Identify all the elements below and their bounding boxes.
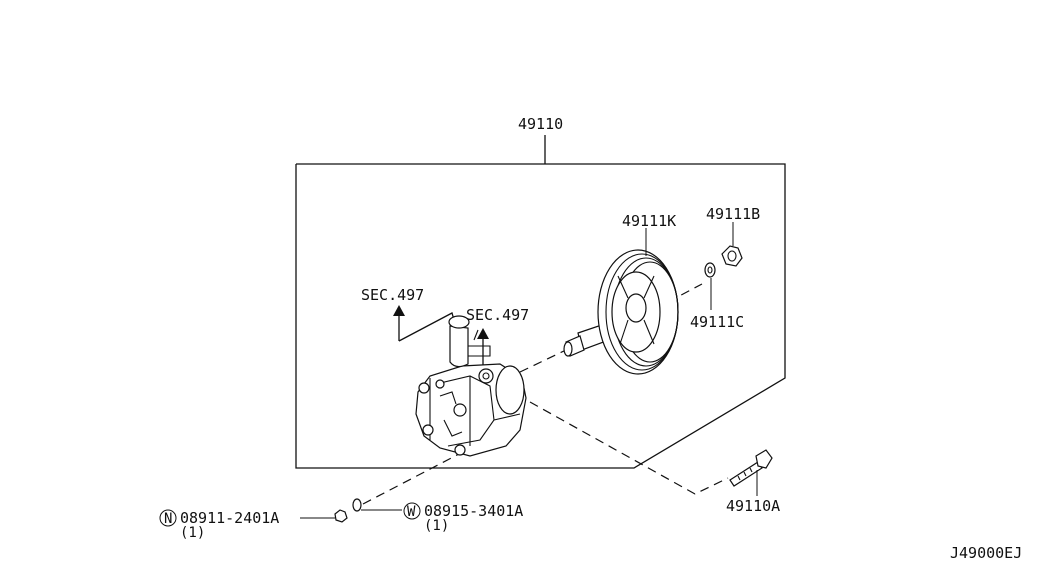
label-part-w-symbol: W: [407, 504, 416, 520]
pulley-icon: [597, 249, 679, 375]
label-sec-right: SEC.497: [466, 306, 529, 324]
label-part-w-number: 08915-3401A: [424, 502, 523, 520]
power-steering-pump-icon: [415, 315, 527, 457]
symbol-w-circle: [403, 502, 421, 520]
label-assembly: 49110: [518, 115, 563, 133]
washer-icon: [352, 498, 362, 512]
label-part-n-symbol: N: [164, 511, 172, 527]
arrow-up-icon: [393, 305, 455, 342]
washer-icon: [704, 262, 716, 278]
label-sec-left: SEC.497: [361, 286, 424, 304]
label-part-n-qty: (1): [180, 525, 205, 541]
label-pulley: 49111K: [622, 212, 676, 230]
nut-icon: [334, 509, 348, 523]
label-bolt: 49110A: [726, 497, 780, 515]
label-part-w-qty: (1): [424, 518, 449, 534]
symbol-n-circle: [159, 509, 177, 527]
label-washer: 49111C: [690, 313, 744, 331]
label-nut: 49111B: [706, 205, 760, 223]
assembly-frame: [295, 135, 786, 469]
arrow-up-icon: [477, 328, 489, 366]
nut-icon: [721, 245, 743, 267]
bolt-icon: [729, 449, 773, 487]
label-part-n-number: 08911-2401A: [180, 509, 279, 527]
drawing-code: J49000EJ: [950, 544, 1022, 562]
